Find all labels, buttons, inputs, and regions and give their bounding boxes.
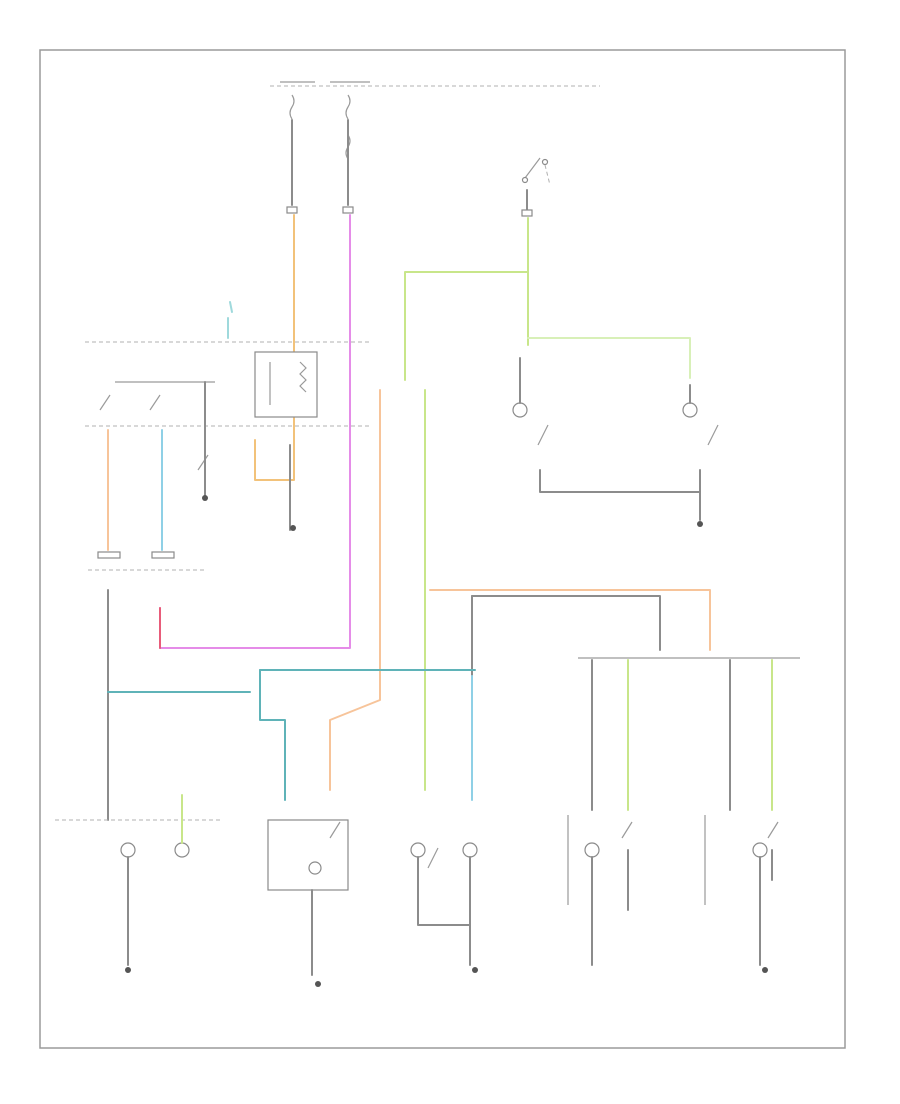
connector-icon: [521, 209, 533, 217]
wire-peach-right: [429, 589, 711, 651]
connector-icon: [286, 206, 354, 214]
wire-palegreen-right: [527, 337, 691, 379]
wire-gray-right-bus: [471, 595, 661, 651]
diagram-frame: [39, 49, 846, 1049]
lamp-icon: [308, 861, 322, 875]
wire-gray-center-right-return: [417, 856, 471, 926]
ground-icon: [125, 967, 131, 973]
lamp-icon: [512, 402, 698, 418]
relay-icon: [254, 351, 318, 418]
ground-icon: [315, 981, 321, 987]
switch-icon: [521, 157, 551, 186]
fuse-icon: [289, 94, 351, 160]
connector-icon: [97, 551, 175, 559]
ground-icon: [762, 967, 768, 973]
wire-peach-center: [329, 389, 381, 791]
ground-icon: [472, 967, 478, 973]
wire-paleteal-stub: [229, 301, 233, 313]
center-lamp-module: [267, 819, 349, 891]
wire-lightgreen-branch: [404, 271, 529, 381]
ground-icon: [290, 525, 296, 531]
ground-icon: [202, 495, 208, 501]
wire-gray-return-top: [539, 469, 701, 493]
ground-icon: [697, 521, 703, 527]
wire-teal-down: [259, 669, 286, 801]
wire-pink-feed: [159, 214, 351, 649]
hot-at-all-times-bus: [270, 81, 600, 87]
switch-icon: [99, 394, 209, 471]
switch-icon: [537, 424, 719, 446]
lamp-icon: [120, 842, 768, 858]
switch-icon: [329, 821, 779, 869]
wire-orange-feed: [254, 214, 295, 481]
